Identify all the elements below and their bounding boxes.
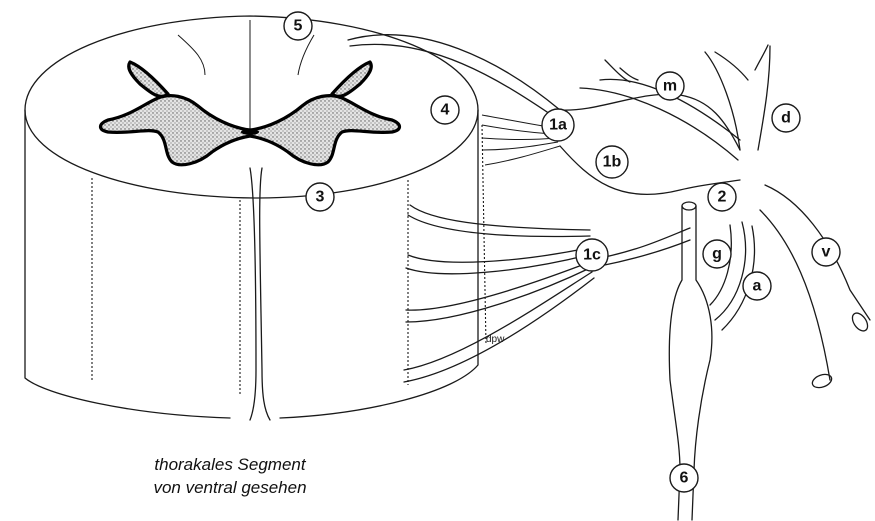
dorsal-rootlet-5 (482, 138, 556, 140)
ventral-root-trunk (600, 228, 690, 266)
dorsal-rootlet-7 (485, 146, 560, 165)
dorsal-root (348, 35, 740, 195)
dorsal-sulcus-left (178, 35, 205, 75)
lateral-dashed-line (482, 125, 486, 345)
label-d: d (772, 104, 800, 132)
caption-line-2: von ventral gesehen (120, 478, 340, 498)
trunk-cut-top (682, 202, 696, 210)
ventral-rootlet-4 (404, 272, 592, 370)
label-6: 6 (670, 464, 698, 492)
ventral-rootlet-2 (408, 248, 588, 262)
ventral-rootlet-2b (406, 255, 588, 274)
ramus-medialis-tip1 (605, 60, 630, 82)
dorsal-horn-left (129, 62, 168, 96)
spinal-nerve-branches (580, 45, 871, 390)
svg-text:6: 6 (680, 470, 689, 487)
svg-text:5: 5 (294, 18, 303, 35)
ramus-ventralis-cut-end2 (811, 372, 834, 390)
ventral-rootlet-3b (406, 268, 590, 322)
label-m: m (656, 72, 684, 100)
spinal-cord (25, 16, 486, 420)
svg-text:1b: 1b (603, 154, 622, 171)
caption-line-1: thorakales Segment (120, 455, 340, 475)
ventral-median-fissure (250, 168, 270, 420)
cord-top-outline (25, 16, 478, 198)
label-3: 3 (306, 183, 334, 211)
dorsal-horn-right (332, 62, 371, 96)
dorsal-rootlet-6 (482, 142, 558, 150)
svg-text:g: g (712, 246, 722, 263)
svg-text:m: m (663, 78, 677, 95)
ramus-ventralis-lower (760, 210, 830, 380)
label-a: a (743, 272, 771, 300)
label-1a: 1a (542, 109, 574, 141)
label-1b: 1b (596, 146, 628, 178)
ventral-rootlet-3 (406, 262, 590, 310)
ramus-ventralis-cut-end (849, 310, 870, 333)
svg-text:1c: 1c (583, 247, 601, 264)
label-5: 5 (284, 12, 312, 40)
central-canal (241, 129, 259, 135)
label-2: 2 (708, 183, 736, 211)
ramus-dorsalis-tip (715, 45, 768, 80)
label-4: 4 (431, 96, 459, 124)
label-g: g (703, 240, 731, 268)
svg-text:3: 3 (316, 189, 325, 206)
svg-text:v: v (822, 244, 831, 261)
ramus-medialis-tip2 (620, 68, 638, 80)
svg-text:1a: 1a (549, 117, 567, 134)
ventral-root (404, 205, 690, 382)
svg-text:4: 4 (441, 102, 450, 119)
svg-text:2: 2 (718, 189, 727, 206)
label-1c: 1c (576, 239, 608, 271)
svg-text:d: d (781, 110, 791, 127)
svg-text:a: a (753, 278, 762, 295)
dorsal-sulcus-right (298, 35, 314, 75)
dpw-label: dpw (486, 334, 505, 345)
dorsal-root-trunk-upper (560, 94, 740, 150)
label-v: v (812, 238, 840, 266)
